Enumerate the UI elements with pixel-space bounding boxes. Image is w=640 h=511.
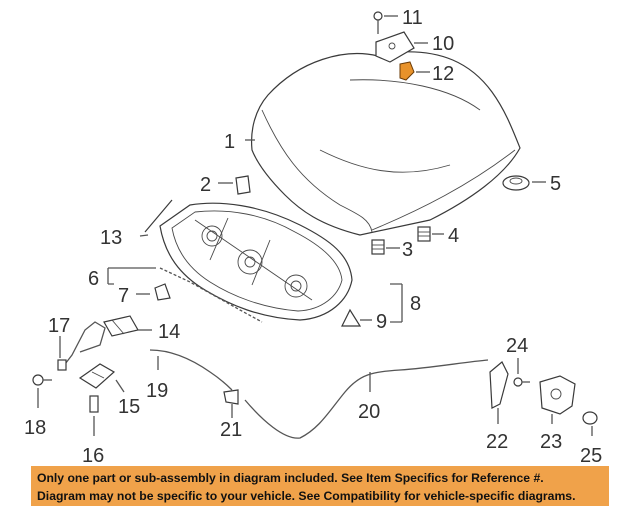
callout-11: 11 [402, 7, 423, 29]
hood-seal-strip [159, 267, 263, 323]
hood-bumper-3 [371, 239, 385, 255]
bolt-24 [513, 377, 530, 387]
release-cable-19 [149, 349, 233, 391]
hood-lift-support [139, 199, 173, 237]
clip-7 [154, 283, 171, 301]
callout-6: 6 [88, 268, 99, 290]
callout-7: 7 [118, 285, 129, 307]
bolt-18 [32, 374, 52, 386]
callout-14: 14 [158, 321, 180, 343]
hood-bumper-4 [417, 226, 431, 242]
hood-bumper-5 [502, 175, 530, 191]
release-handle-22 [489, 361, 509, 409]
callout-19: 19 [146, 380, 168, 402]
hood-latch-23 [539, 375, 576, 415]
callout-20: 20 [358, 401, 380, 423]
grommet-25 [582, 411, 598, 425]
callout-9: 9 [376, 311, 387, 333]
hood-bumper-2 [235, 175, 251, 195]
highlighted-part-12 [399, 61, 415, 81]
callout-4: 4 [448, 225, 459, 247]
hinge-bolt [373, 11, 383, 34]
callout-24: 24 [506, 335, 528, 357]
callout-23: 23 [540, 431, 562, 453]
callout-17: 17 [48, 315, 70, 337]
callout-25: 25 [580, 445, 602, 467]
callout-5: 5 [550, 173, 561, 195]
release-cable-20 [244, 359, 489, 439]
hood-panel [250, 51, 521, 236]
hood-latch-bracket-15 [78, 363, 116, 389]
leader-lines [37, 15, 593, 436]
callout-22: 22 [486, 431, 508, 453]
callout-21: 21 [220, 419, 242, 441]
hood-inner-panel [159, 202, 353, 321]
callout-18: 18 [24, 417, 46, 439]
safety-catch-14 [103, 315, 139, 337]
callout-3: 3 [402, 239, 413, 261]
disclaimer-line-2: Diagram may not be specific to your vehi… [37, 489, 576, 503]
disclaimer-banner: Only one part or sub-assembly in diagram… [31, 466, 609, 506]
callout-10: 10 [432, 33, 454, 55]
callout-15: 15 [118, 396, 140, 418]
callout-2: 2 [200, 174, 211, 196]
callout-8: 8 [410, 293, 421, 315]
disclaimer-line-1: Only one part or sub-assembly in diagram… [37, 471, 544, 485]
callout-16: 16 [82, 445, 104, 467]
callout-13: 13 [100, 227, 122, 249]
callout-12: 12 [432, 63, 454, 85]
bolt-16 [89, 395, 99, 413]
clip-9 [341, 308, 362, 327]
release-handle-21 [223, 389, 239, 405]
wire-17 [57, 321, 106, 371]
callout-1: 1 [224, 131, 235, 153]
hood-hinge [375, 31, 415, 63]
